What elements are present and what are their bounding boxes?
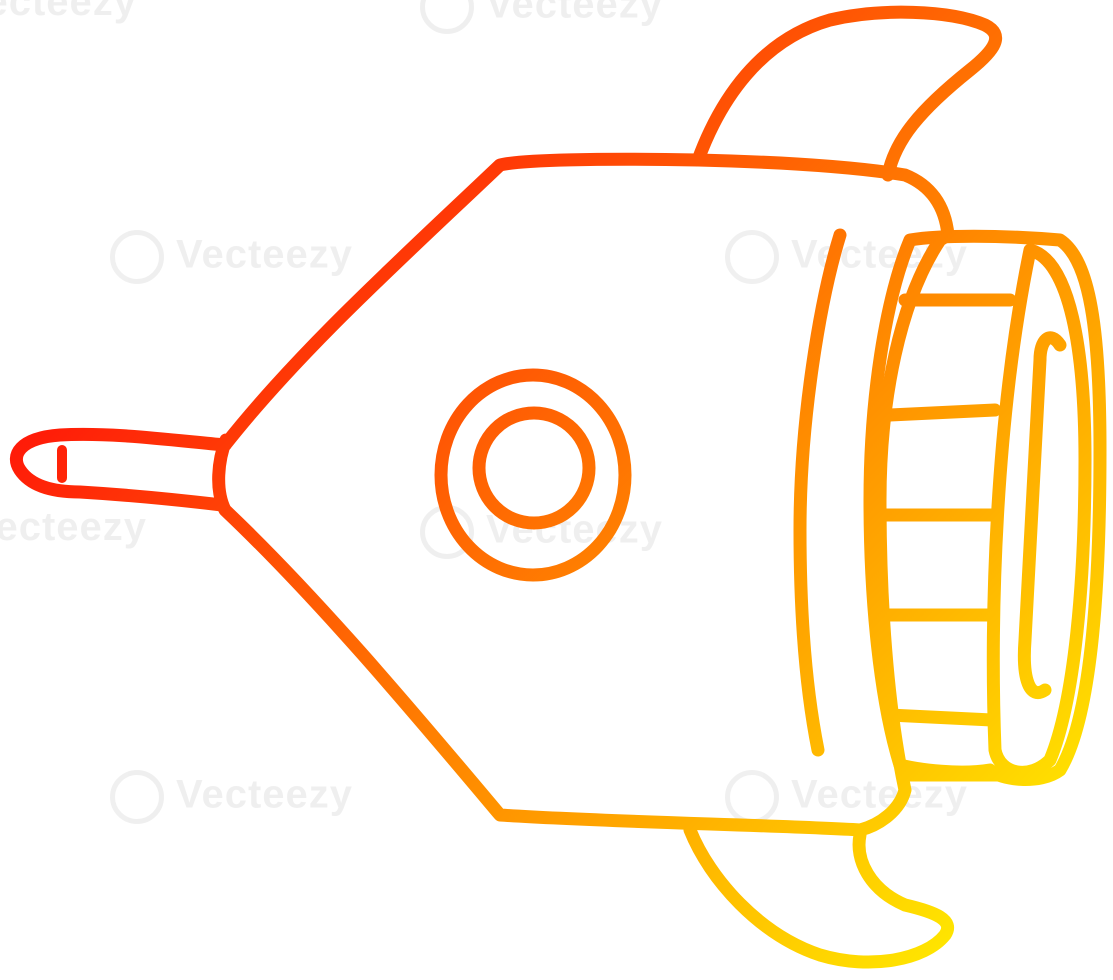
rocket-body (212, 152, 955, 837)
watermark-logo-icon (110, 230, 164, 284)
porthole-inner (472, 406, 596, 530)
watermark: Vecteezy (420, 0, 663, 34)
watermark-logo-icon (110, 770, 164, 824)
watermark-logo-icon (725, 230, 779, 284)
engine-ridge (883, 403, 1002, 422)
watermark-logo-icon (420, 0, 474, 34)
nose-antenna (9, 427, 232, 512)
engine-side-line (793, 228, 847, 757)
engine-ridge (881, 708, 999, 727)
engine-nozzle-curl (1017, 331, 1067, 699)
watermark: Vecteezy (0, 505, 148, 549)
watermark: Vecteezy (110, 230, 353, 284)
top-fin (691, 5, 1003, 182)
bottom-fin (683, 823, 954, 969)
porthole-outer (434, 368, 632, 582)
watermark: Vecteezy (0, 0, 138, 24)
watermark: Vecteezy (110, 770, 353, 824)
engine-block (863, 229, 1107, 786)
